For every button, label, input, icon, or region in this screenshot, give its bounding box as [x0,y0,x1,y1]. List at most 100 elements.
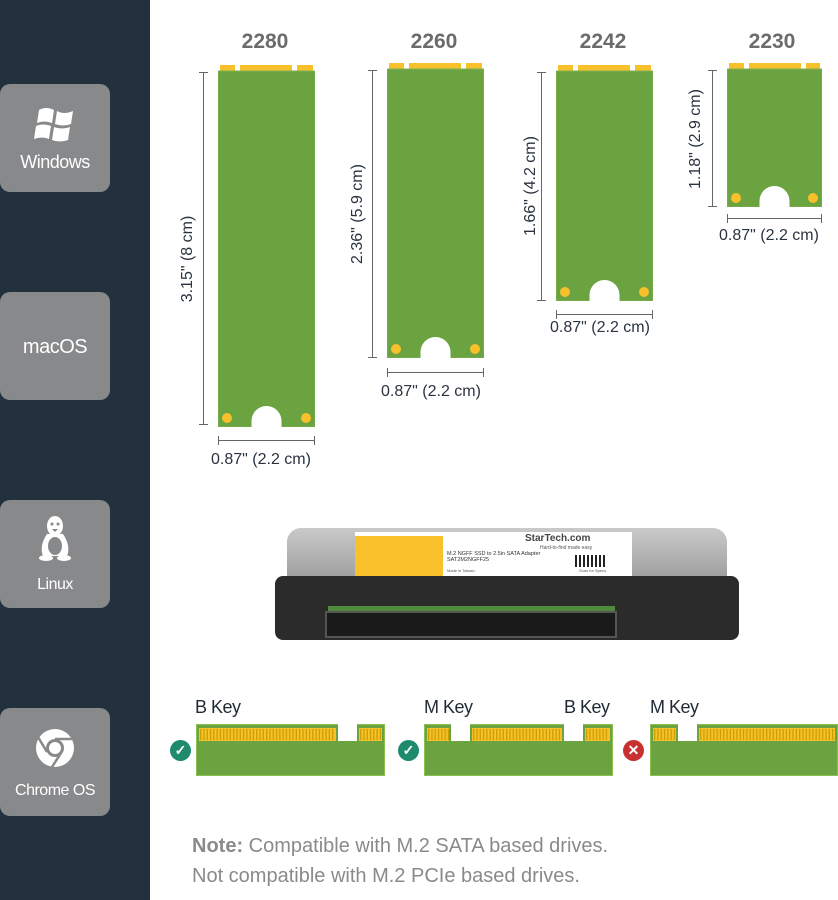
contact-pin [379,729,382,740]
contact-pin [492,729,495,740]
contact-pin [289,729,291,740]
contact-pin [246,729,248,740]
os-tile-linux: Linux [0,500,110,608]
contact-pin [729,729,731,740]
contact-pin [522,729,524,740]
key-notch [564,724,583,741]
key-label: B Key [195,697,241,717]
pcb-board [727,68,822,207]
contact-pin [736,729,738,740]
contact-pin [332,729,334,740]
width-dimension-line [556,310,653,319]
contact-pin [512,729,514,740]
contact-pin [509,729,511,740]
contact-pin [308,729,311,740]
contact-pin [706,729,708,740]
contact-pin [759,729,761,740]
mounting-notch [759,201,790,207]
contact-pin [233,729,235,740]
contact-pin [431,729,433,740]
gold-contact [466,63,482,70]
gold-contact [297,65,313,72]
contact-pin [667,729,669,740]
contact-pin [315,729,317,740]
contact-pin [670,729,672,740]
pcb-board [218,70,315,427]
contact-pin [592,729,594,740]
mounting-notch [589,295,620,301]
contact-pin [605,729,608,740]
contact-pin [733,729,735,740]
mounting-pad [639,287,649,297]
contact-pin [366,729,368,740]
contact-pin [239,729,241,740]
contact-pin [749,729,751,740]
key-notch [338,724,357,741]
contact-pin [242,729,245,740]
contact-pin [799,729,801,740]
length-label: 2.36" (5.9 cm) [349,164,366,264]
contact-pin [515,729,518,740]
form-factor-title: 2280 [241,30,289,53]
contact-pin [312,729,314,740]
gold-contact-strip [199,728,336,741]
contact-pin [548,729,551,740]
mounting-notch [420,352,451,358]
mounting-notch [251,421,282,427]
contact-pin [752,729,755,740]
contact-pin [657,729,659,740]
contact-pin [434,729,436,740]
key-label: M Key [424,697,473,717]
mounting-pad [391,344,401,354]
b-m-key-connector [424,724,613,776]
contact-pin [373,729,375,740]
pcb-board [387,68,484,358]
width-label: 0.87" (2.2 cm) [550,319,650,336]
label-yellow-block [355,536,443,576]
contact-pin [318,729,321,740]
m2-card-2242 [556,65,653,301]
contact-pin [295,729,297,740]
contact-pin [746,729,748,740]
contact-pin [200,729,202,740]
contact-pin [229,729,231,740]
contact-pin [713,729,715,740]
contact-pin [555,729,557,740]
contact-pin [369,729,372,740]
contact-pin [282,729,284,740]
contact-pin [818,729,821,740]
contact-pin [808,729,811,740]
contact-pin [489,729,491,740]
mounting-pad [731,193,741,203]
contact-pin [552,729,554,740]
pcb-board [556,70,653,301]
gold-contact [558,65,573,72]
contact-pin [203,729,205,740]
contact-pin [542,729,544,740]
contact-pin [762,729,764,740]
contact-pin [789,729,791,740]
mounting-pad [560,287,570,297]
contact-pin [292,729,294,740]
key-notch [451,724,470,741]
contact-pin [815,729,817,740]
contact-pin [266,729,268,740]
mounting-pad [808,193,818,203]
contact-pin [828,729,830,740]
contact-pin [812,729,814,740]
contact-pin [216,729,218,740]
length-dimension-line [537,72,546,301]
contact-pin [785,729,788,740]
linux-tux-icon [39,516,71,561]
contact-pin [535,729,537,740]
width-dimension-line [727,214,822,223]
form-factor-title: 2242 [579,30,627,53]
product-sku: SAT2M2NGFF25 [447,557,490,563]
contact-pin [447,729,450,740]
os-sidebar: Windows macOS Linux Chrome OS [0,0,150,900]
contact-pin [766,729,768,740]
incompatible-cross-icon: ✕ [623,740,644,761]
contact-pin [502,729,504,740]
contact-pin [772,729,774,740]
contact-pin [822,729,824,740]
